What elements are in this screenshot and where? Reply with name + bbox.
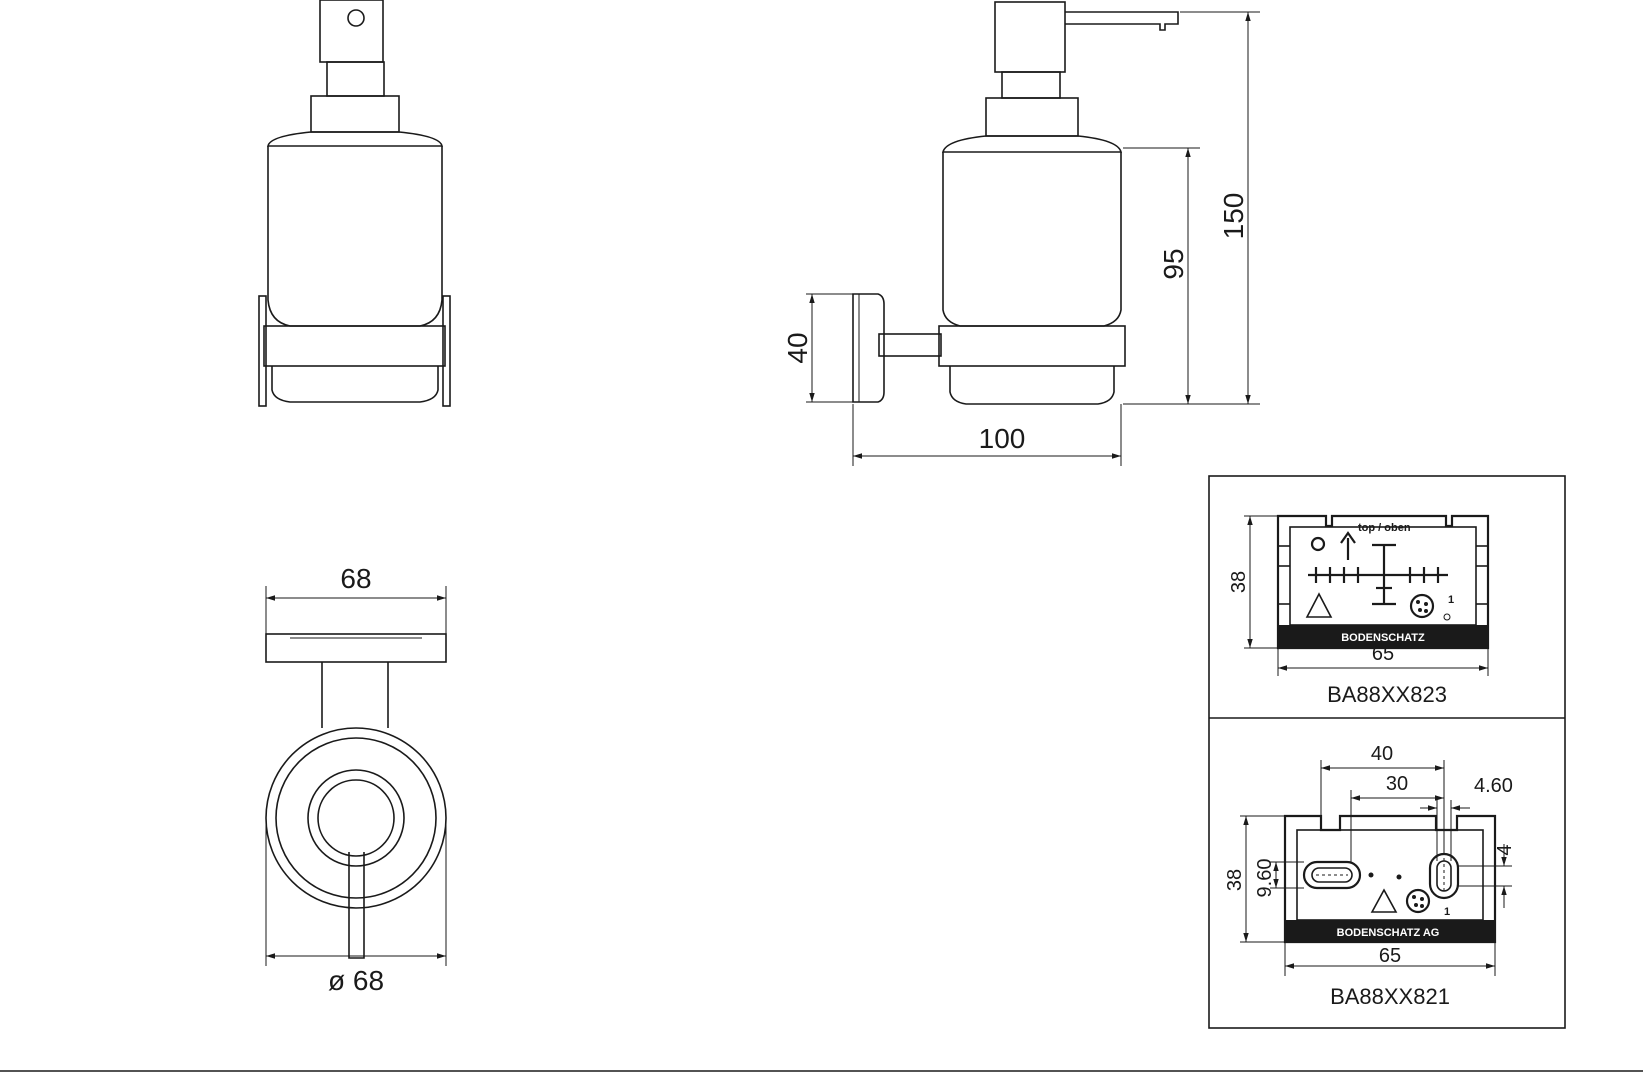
plate1-brand: BODENSCHATZ bbox=[1341, 632, 1425, 644]
plate1-code: BA88XX823 bbox=[1327, 682, 1447, 707]
mounting-plates-frame bbox=[1208, 475, 1566, 1029]
plate2-dim-9-60: 9.60 bbox=[1254, 859, 1276, 898]
mounting-plate-ba88xx821 bbox=[1283, 814, 1497, 944]
mounting-plate-ba88xx823 bbox=[1276, 514, 1490, 650]
plate2-code: BA88XX821 bbox=[1330, 984, 1450, 1009]
dim-40-label: 40 bbox=[782, 332, 813, 363]
plate2-brand: BODENSCHATZ AG bbox=[1337, 927, 1440, 939]
plate2-height-label: 38 bbox=[1224, 869, 1246, 891]
side-view-dimensions bbox=[806, 11, 1260, 466]
plate2-dim-30: 30 bbox=[1386, 773, 1408, 795]
dim-68-label: 68 bbox=[340, 563, 371, 594]
plate1-width-label: 65 bbox=[1372, 643, 1394, 665]
plate1-dimensions bbox=[1244, 515, 1489, 676]
plate2-dim-40: 40 bbox=[1371, 743, 1393, 765]
dim-95-label: 95 bbox=[1158, 248, 1189, 279]
front-view-dispenser bbox=[258, 0, 451, 407]
top-view-dispenser bbox=[265, 586, 447, 966]
plate2-number: 1 bbox=[1444, 906, 1450, 918]
side-view-dispenser bbox=[852, 1, 1179, 405]
plate1-top-text: top / oben bbox=[1358, 522, 1411, 534]
plate2-dim-4: 4 bbox=[1494, 844, 1516, 855]
dim-100-label: 100 bbox=[979, 423, 1026, 454]
plate1-height-label: 38 bbox=[1228, 571, 1250, 593]
dim-diameter-68-label: ø 68 bbox=[328, 965, 384, 996]
plate2-dim-4-60: 4.60 bbox=[1474, 775, 1513, 797]
dim-150-label: 150 bbox=[1218, 193, 1249, 240]
plate2-dimensions bbox=[1240, 760, 1512, 976]
plate2-width-label: 65 bbox=[1379, 945, 1401, 967]
plate1-number: 1 bbox=[1448, 594, 1454, 606]
